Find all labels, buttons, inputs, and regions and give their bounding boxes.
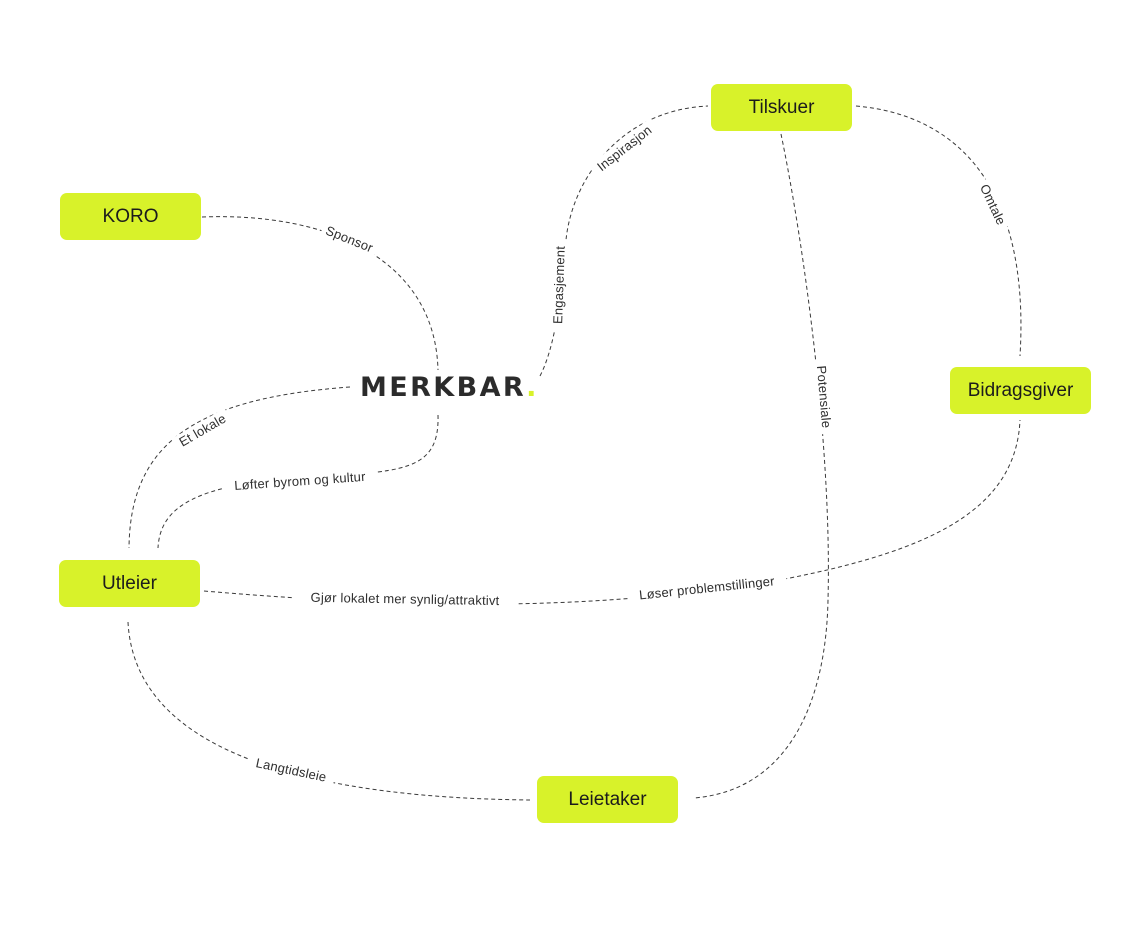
edge-label-langtidsleie: Langtidsleie <box>255 755 328 785</box>
node-leietaker: Leietaker <box>537 776 678 823</box>
edge-label-sponsor: Sponsor <box>323 223 375 256</box>
edge-koro-merkbar <box>201 216 439 371</box>
node-utleier: Utleier <box>59 560 200 607</box>
edge-tilskuer-bidragsgiver <box>855 105 1022 357</box>
edge-label-inspirasjon: Inspirasjon <box>594 122 655 174</box>
node-bidragsgiver: Bidragsgiver <box>950 367 1091 414</box>
node-bidragsgiver-label: Bidragsgiver <box>967 379 1074 401</box>
node-koro: KORO <box>60 193 201 240</box>
edge-labels: Sponsor Inspirasjon Engasjement Omtale P… <box>172 119 1012 789</box>
edge-label-engasjement: Engasjement <box>550 246 568 325</box>
logo-text: MERKBAR <box>360 372 527 403</box>
logo-dot: . <box>526 372 537 403</box>
edge-merkbar-utleier-et-lokale <box>128 386 351 549</box>
node-leietaker-label: Leietaker <box>568 788 647 810</box>
edge-tilskuer-leietaker <box>693 133 829 799</box>
merkbar-logo: MERKBAR. <box>360 372 536 408</box>
edge-utleier-bidragsgiver <box>203 419 1021 605</box>
node-tilskuer-label: Tilskuer <box>748 96 815 118</box>
node-tilskuer: Tilskuer <box>711 84 852 131</box>
connector-lines <box>127 105 1022 801</box>
node-utleier-label: Utleier <box>102 572 157 594</box>
edge-label-potensiale: Potensiale <box>814 365 834 429</box>
edge-label-loser: Løser problemstillinger <box>638 573 775 602</box>
edge-label-omtale: Omtale <box>977 182 1009 227</box>
edge-label-gjor-lokalet: Gjør lokalet mer synlig/attraktivt <box>310 590 499 608</box>
node-koro-label: KORO <box>102 205 159 227</box>
